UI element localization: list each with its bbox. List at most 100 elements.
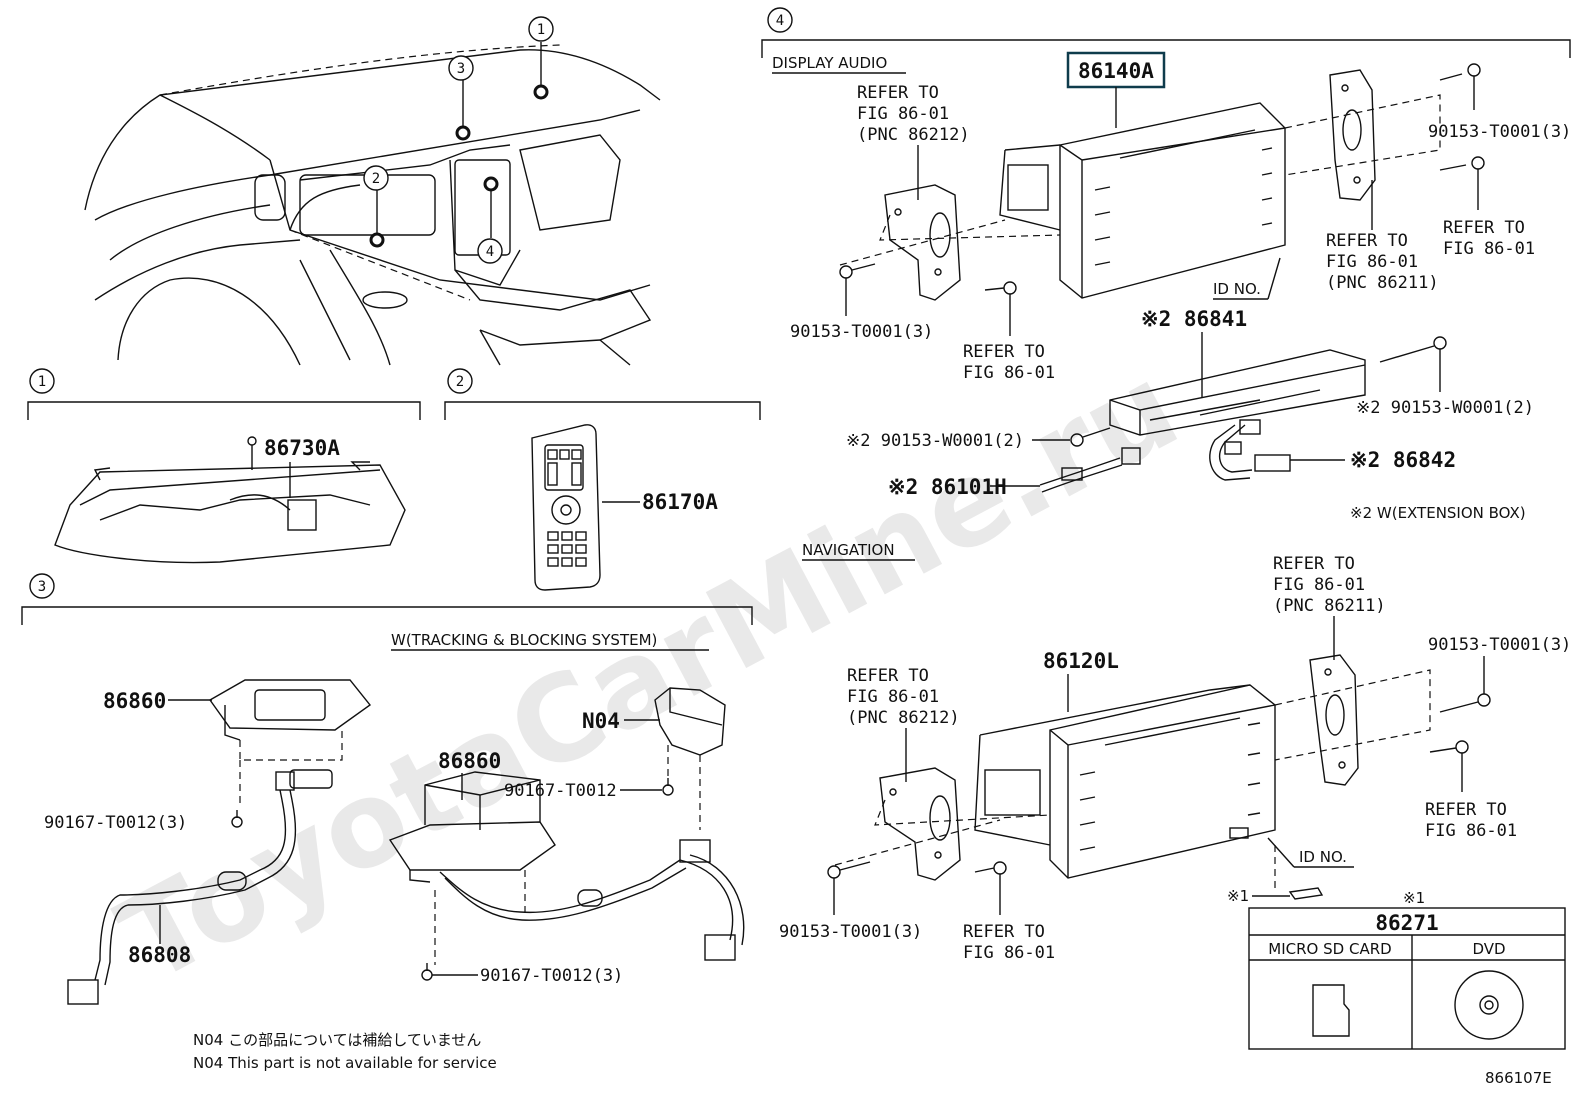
refer-line: REFER TO: [1425, 800, 1507, 820]
tracking-bracket-top-illustration: [208, 679, 372, 808]
part-number-86101H[interactable]: ※2 86101H: [888, 475, 1007, 499]
screw-icon: [974, 861, 1007, 875]
id-label-sticker: [1274, 845, 1324, 900]
refer-line: FIG 86-01: [963, 363, 1055, 383]
screw-icon: [421, 963, 433, 981]
callout-label: 1: [537, 22, 545, 38]
navigation-unit-illustration: [974, 684, 1276, 879]
screw-icon: [231, 810, 243, 828]
fastener-90167-T0012-3-left[interactable]: 90167-T0012(3): [44, 813, 187, 833]
dashboard-callout-2: 2: [363, 165, 389, 191]
refer-line: FIG 86-01: [1443, 239, 1535, 259]
display-audio-label: DISPLAY AUDIO: [772, 54, 887, 72]
media-col-dvd: DVD: [1472, 940, 1505, 958]
fastener-90153-W0001-2-right[interactable]: ※2 90153-W0001(2): [1356, 398, 1534, 418]
section-3-header: 3: [21, 573, 753, 625]
section-4-number: 4: [776, 13, 784, 29]
refer-line: REFER TO: [963, 922, 1045, 942]
display-audio-unit-illustration: [999, 102, 1286, 299]
extension-box-note: ※2 W(EXTENSION BOX): [1350, 504, 1526, 522]
screw-icon: [984, 281, 1017, 295]
part-number-86271[interactable]: 86271: [1375, 911, 1438, 935]
part-number-86860-top[interactable]: 86860: [103, 689, 166, 713]
screw-icon: [1429, 740, 1469, 754]
id-no-label-navigation: ID NO.: [1299, 848, 1347, 866]
refer-line: REFER TO: [847, 666, 929, 686]
part-number-86120L[interactable]: 86120L: [1043, 649, 1119, 673]
refer-line: REFER TO: [857, 83, 939, 103]
part-number-box-86140A: [1066, 51, 1166, 89]
note-english: N04 This part is not available for servi…: [193, 1054, 497, 1072]
bolt-icon: [1439, 693, 1491, 713]
part-number-N04[interactable]: N04: [582, 709, 620, 733]
bolt-icon: [1070, 427, 1111, 447]
callout-label: 4: [486, 244, 494, 260]
navigation-label: NAVIGATION: [802, 541, 895, 559]
section-4-header: 4: [761, 7, 1571, 58]
refer-line: REFER TO: [1443, 218, 1525, 238]
display-audio-bracket-right: [1284, 69, 1441, 201]
bolt-icon: [827, 861, 871, 879]
figure-code: 866107E: [1485, 1069, 1552, 1087]
remote-control-illustration: [531, 424, 601, 591]
n04-connector-illustration: [654, 687, 726, 830]
dashboard-callout-4: 4: [477, 238, 503, 264]
navigation-bracket-right: [1274, 654, 1431, 786]
fastener-90153-T0001-3-da-left[interactable]: 90153-T0001(3): [790, 322, 933, 342]
tracking-unit-illustration: [388, 771, 745, 965]
id-no-label-display-audio: ID NO.: [1213, 280, 1261, 298]
refer-line: FIG 86-01: [847, 687, 939, 707]
media-table: [1248, 907, 1566, 1050]
bolt-icon: [839, 263, 876, 279]
refer-line: (PNC 86211): [1326, 273, 1439, 293]
section-1-header: 1: [27, 368, 421, 420]
part-number-86841[interactable]: ※2 86841: [1141, 307, 1247, 331]
part-number-86730A[interactable]: 86730A: [264, 436, 340, 460]
part-number-86860-center[interactable]: 86860: [438, 749, 501, 773]
section-2-header: 2: [444, 368, 761, 420]
harness-86101H-illustration: [1039, 447, 1141, 493]
refer-line: FIG 86-01: [1326, 252, 1418, 272]
fastener-90153-T0001-3-nav-left[interactable]: 90153-T0001(3): [779, 922, 922, 942]
part-number-86170A[interactable]: 86170A: [642, 490, 718, 514]
mark-1-label: ※1: [1403, 889, 1425, 907]
micro-sd-card-icon: [1312, 984, 1350, 1037]
fastener-90153-T0001-3-nav-right[interactable]: 90153-T0001(3): [1428, 635, 1571, 655]
mark-1-note: ※1: [1227, 887, 1249, 905]
fastener-90153-T0001-3-da-right[interactable]: 90153-T0001(3): [1428, 122, 1571, 142]
part-number-86808[interactable]: 86808: [128, 943, 191, 967]
media-col-micro-sd-card: MICRO SD CARD: [1268, 940, 1391, 958]
section-1-number: 1: [38, 374, 46, 390]
bolt-icon: [1379, 336, 1447, 363]
dvd-icon: [1454, 970, 1524, 1040]
refer-line: REFER TO: [1273, 554, 1355, 574]
screw-icon: [1439, 156, 1485, 171]
dashboard-callout-1: 1: [528, 16, 554, 42]
wire-harness-86808-illustration: [67, 769, 333, 1005]
refer-line: REFER TO: [963, 342, 1045, 362]
fastener-90153-W0001-2-left[interactable]: ※2 90153-W0001(2): [846, 431, 1024, 451]
refer-line: REFER TO: [1326, 231, 1408, 251]
refer-line: FIG 86-01: [963, 943, 1055, 963]
navigation-bracket-left: [834, 767, 1051, 881]
overhead-console-illustration: [54, 436, 406, 564]
dashboard-overview-illustration: [84, 42, 661, 366]
part-number-86140A[interactable]: 86140A: [1078, 59, 1154, 83]
refer-line: FIG 86-01: [1273, 575, 1365, 595]
callout-label: 3: [457, 61, 465, 77]
leader-line: [1267, 257, 1281, 300]
fastener-90167-T0012-n04[interactable]: 90167-T0012: [504, 781, 617, 801]
section-2-number: 2: [456, 374, 464, 390]
part-number-86842[interactable]: ※2 86842: [1350, 448, 1456, 472]
fastener-90167-T0012-3-bottom[interactable]: 90167-T0012(3): [480, 966, 623, 986]
display-audio-bracket-left: [839, 184, 1061, 301]
section-3-number: 3: [38, 579, 46, 595]
leader-line: [1267, 837, 1295, 868]
refer-line: FIG 86-01: [1425, 821, 1517, 841]
dashboard-callout-3: 3: [448, 55, 474, 81]
tracking-system-label: W(TRACKING & BLOCKING SYSTEM): [391, 631, 657, 649]
refer-line: (PNC 86212): [847, 708, 960, 728]
callout-label: 2: [372, 171, 380, 187]
refer-line: FIG 86-01: [857, 104, 949, 124]
